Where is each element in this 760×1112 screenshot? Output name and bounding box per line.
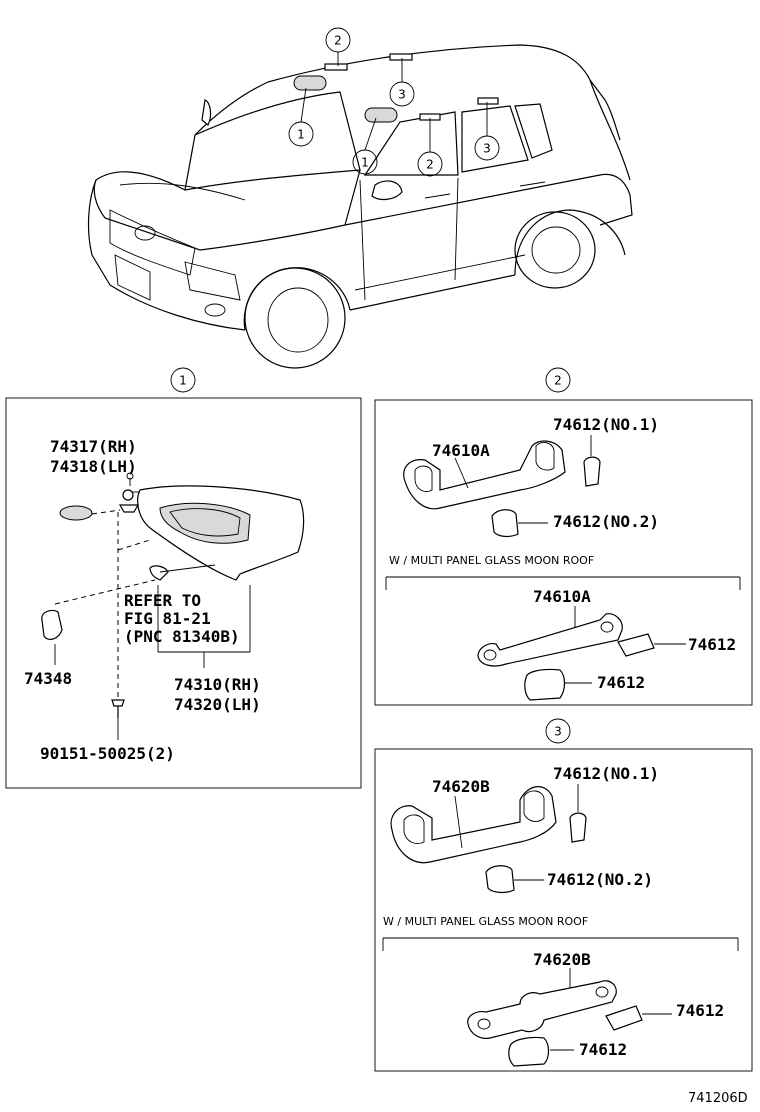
label-74318: 74318(LH): [50, 457, 137, 476]
svg-text:3: 3: [554, 725, 562, 739]
callout-3-mid: 3: [474, 135, 500, 161]
svg-text:3: 3: [483, 142, 491, 156]
callout-3-top: 3: [389, 81, 415, 107]
svg-text:2: 2: [334, 34, 342, 48]
cap-no2-part: [491, 509, 519, 538]
svg-text:2: 2: [554, 374, 562, 388]
cap-moonroof-b-p3-part: [508, 1036, 550, 1067]
label-74612-moonroof-b-p3: 74612: [579, 1040, 627, 1059]
label-74620b-moonroof: 74620B: [533, 950, 591, 969]
visor-clip-part: [59, 505, 93, 521]
panel-1-sun-visor: 1 74317(RH) 74318(LH): [5, 367, 362, 789]
label-74612-no1-p3: 74612(NO.1): [553, 764, 659, 783]
svg-text:1: 1: [297, 128, 305, 142]
figure-code: 741206D: [688, 1091, 748, 1106]
visor-holder-part: [41, 609, 63, 640]
cap-no1-part: [583, 456, 601, 487]
callout-2-mid: 2: [417, 151, 443, 177]
vehicle-illustration: 2 3 1 1 2 3: [87, 27, 633, 369]
svg-text:1: 1: [179, 374, 187, 388]
callout-2-top: 2: [325, 27, 351, 53]
label-74612-no2: 74612(NO.2): [553, 512, 659, 531]
assist-grip-moonroof-part: [477, 613, 623, 667]
label-74612-moonroof-a: 74612: [688, 635, 736, 654]
label-74612-no1: 74612(NO.1): [553, 415, 659, 434]
label-74612-moonroof-a-p3: 74612: [676, 1001, 724, 1020]
label-74310: 74310(RH): [174, 675, 261, 694]
label-condition-panel3: W / MULTI PANEL GLASS MOON ROOF: [383, 915, 588, 928]
visor-lamp-part: [149, 565, 169, 581]
assist-grip-part: [403, 440, 566, 510]
label-90151: 90151-50025(2): [40, 744, 175, 763]
panel-1-callout: 1: [170, 367, 196, 393]
label-74610a: 74610A: [432, 441, 490, 460]
label-74610a-moonroof: 74610A: [533, 587, 591, 606]
cap-no1-p3-part: [569, 812, 587, 843]
panel-3-assist-grip: 3 74612(NO.1) 74620B 74612(NO.2) W / MUL…: [374, 718, 753, 1072]
callout-1-left: 1: [288, 121, 314, 147]
panel-2-callout: 2: [545, 367, 571, 393]
assist-grip-p3-part: [390, 786, 557, 864]
assist-grip-moonroof-p3-part: [467, 980, 617, 1039]
panel-3-callout: 3: [545, 718, 571, 744]
panel-2-assist-grip: 2 74612(NO.1) 74610A 74612(NO.2) W / MUL…: [374, 367, 753, 706]
svg-text:3: 3: [398, 88, 406, 102]
label-74620b: 74620B: [432, 777, 490, 796]
svg-text:2: 2: [426, 158, 434, 172]
cap-moonroof-a-p3-part: [605, 1005, 643, 1031]
svg-text:1: 1: [361, 156, 369, 170]
label-74612-moonroof-b: 74612: [597, 673, 645, 692]
label-74348: 74348: [24, 669, 72, 688]
label-refer-3: (PNC 81340B): [124, 627, 240, 646]
cap-moonroof-b-part: [524, 668, 566, 701]
cap-moonroof-a-part: [617, 633, 655, 657]
label-refer-2: FIG 81-21: [124, 609, 211, 628]
label-condition-panel2: W / MULTI PANEL GLASS MOON ROOF: [389, 554, 594, 567]
callout-1-right: 1: [352, 149, 378, 175]
cap-no2-p3-part: [485, 865, 515, 894]
label-74320: 74320(LH): [174, 695, 261, 714]
label-74612-no2-p3: 74612(NO.2): [547, 870, 653, 889]
label-refer-1: REFER TO: [124, 591, 201, 610]
label-74317: 74317(RH): [50, 437, 137, 456]
